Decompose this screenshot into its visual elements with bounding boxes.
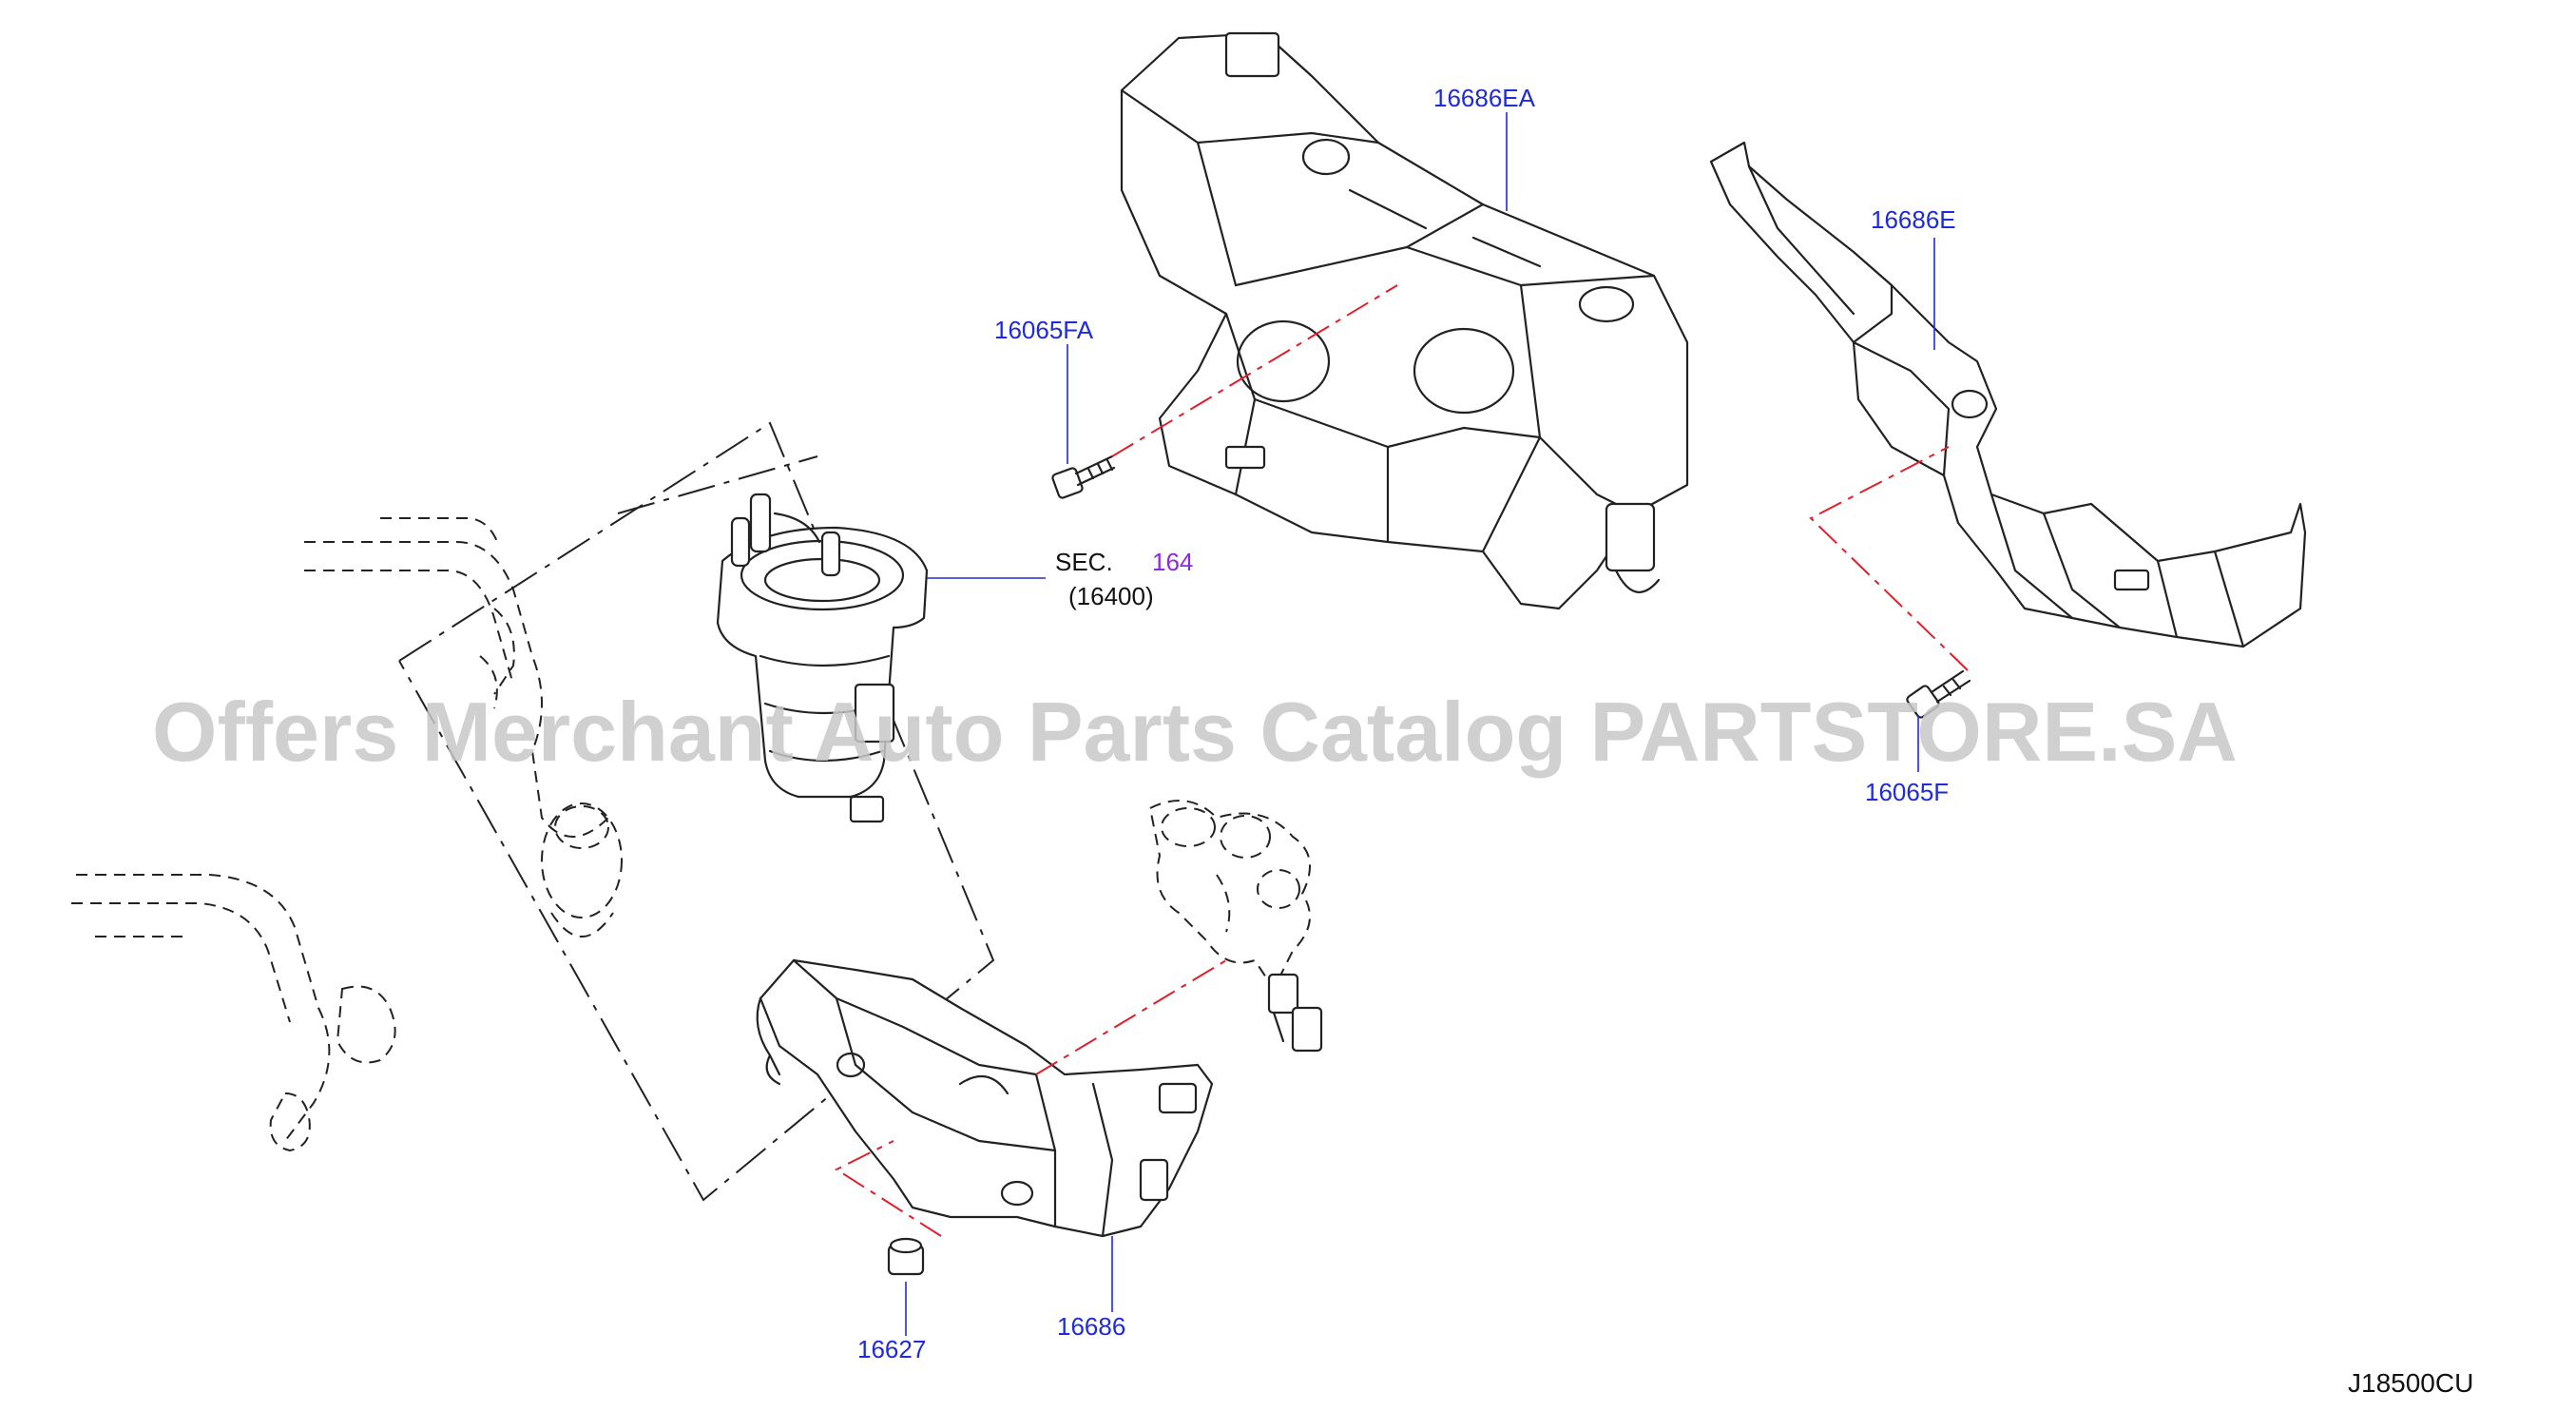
- callout-16686EA: 16686EA: [1433, 84, 1536, 112]
- callout-16686: 16686: [1057, 1312, 1125, 1341]
- section-ref-sub: (16400): [1068, 582, 1154, 610]
- engine-phantom-outline: [71, 421, 995, 1202]
- assembly-dash-lines: [834, 284, 1969, 1237]
- bolt-16065FA: [1051, 454, 1116, 499]
- callout-16627: 16627: [857, 1335, 926, 1363]
- injector-phantom-cluster: [1148, 800, 1323, 1053]
- section-ref-number[interactable]: 164: [1152, 548, 1193, 576]
- callout-16065F: 16065F: [1865, 778, 1949, 806]
- callout-16686E: 16686E: [1871, 205, 1956, 234]
- callout-16065FA: 16065FA: [994, 316, 1094, 344]
- watermark: Offers Merchant Auto Parts Catalog PARTS…: [152, 685, 2238, 779]
- engine-cover-16686E: [1709, 141, 2307, 648]
- diagram-code: J18500CU: [2348, 1368, 2473, 1398]
- section-ref-prefix: SEC.: [1055, 548, 1113, 576]
- engine-cover-16686EA: [1120, 31, 1689, 610]
- nut-16627: [887, 1237, 925, 1276]
- engine-cover-16686: [756, 958, 1214, 1238]
- bolt-16065F: [1906, 669, 1971, 719]
- leader-lines: [905, 112, 1935, 1336]
- fuel-filter-assembly: [716, 493, 929, 823]
